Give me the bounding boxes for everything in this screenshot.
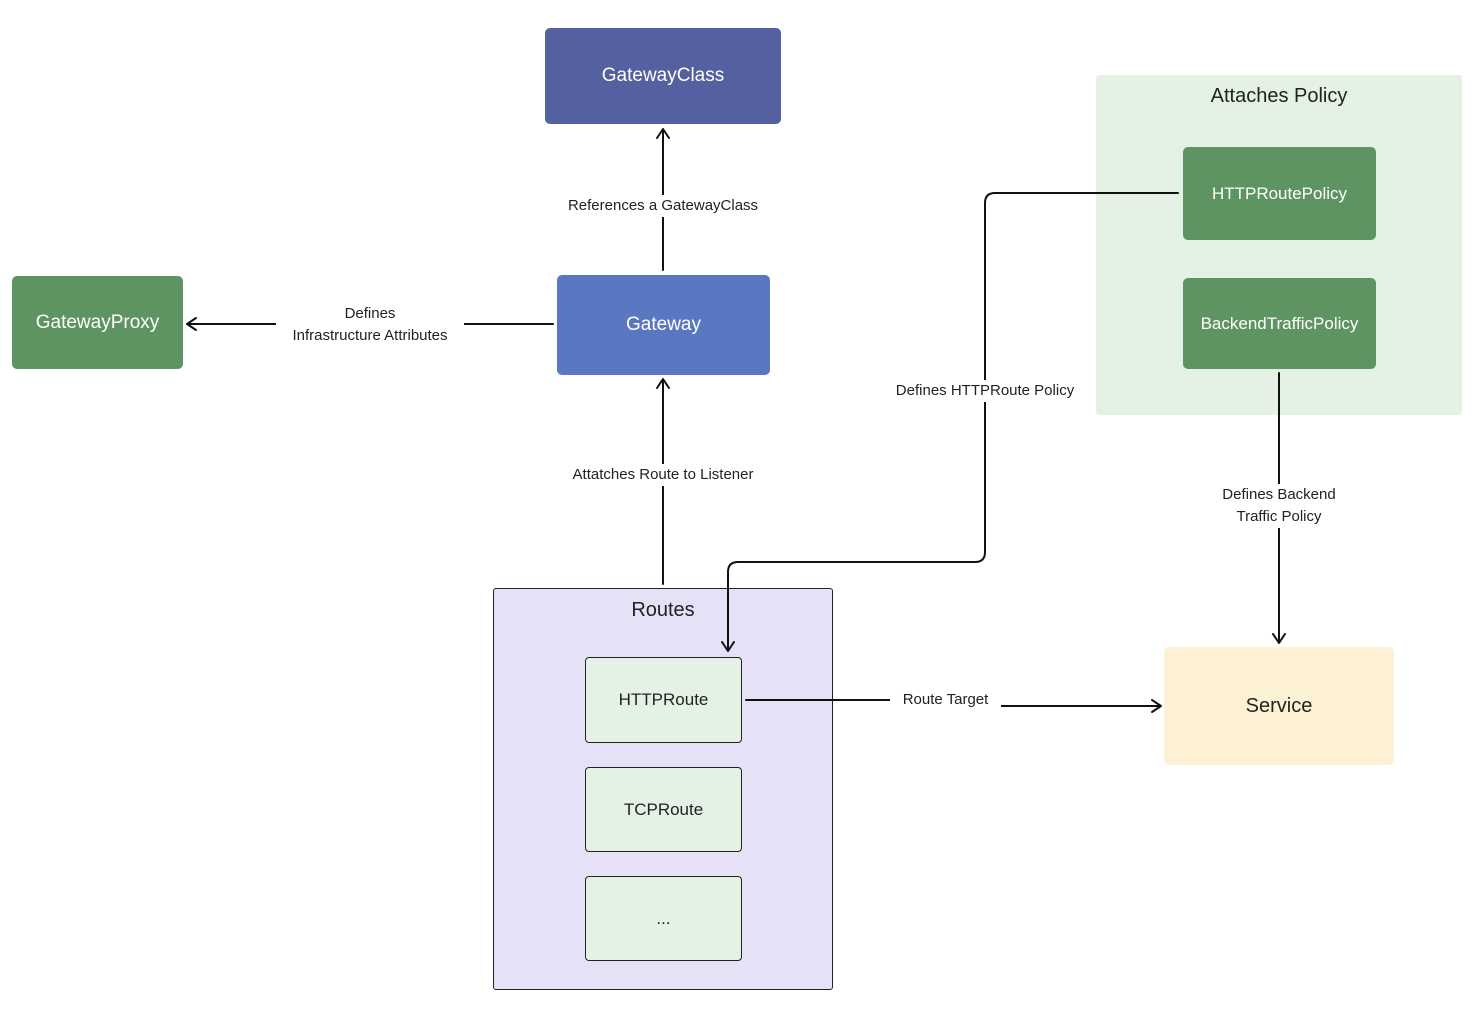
httproute-node[interactable]: HTTPRoute xyxy=(585,657,742,743)
service-node[interactable]: Service xyxy=(1164,647,1394,765)
policy-group-title: Attaches Policy xyxy=(1210,85,1348,107)
label-defines-backend: Defines Backend Traffic Policy xyxy=(1204,484,1354,528)
label-defines-backend-line1: Defines Backend xyxy=(1222,486,1336,503)
label-defines-backend-line2: Traffic Policy xyxy=(1236,508,1322,525)
arrowhead-service-top xyxy=(1272,633,1286,644)
label-attaches-route: Attatches Route to Listener xyxy=(553,464,773,486)
arrowhead-gateway xyxy=(656,378,670,389)
tcproute-node[interactable]: TCPRoute xyxy=(585,767,742,852)
arrowhead-gateway-class xyxy=(656,128,670,139)
label-route-target: Route Target xyxy=(890,689,1001,711)
label-defines-infra: Defines Infrastructure Attributes xyxy=(276,303,464,347)
arrowhead-service-left xyxy=(1151,699,1162,713)
label-defines-infra-line1: Defines xyxy=(344,305,396,322)
arrowhead-gateway-proxy xyxy=(186,317,197,331)
gateway-proxy-node[interactable]: GatewayProxy xyxy=(12,276,183,369)
arrowhead-httproute xyxy=(721,641,735,652)
more-routes-node[interactable]: ... xyxy=(585,876,742,961)
httproute-policy-node[interactable]: HTTPRoutePolicy xyxy=(1183,147,1376,240)
label-references-gateway-class: References a GatewayClass xyxy=(553,195,773,217)
label-defines-infra-line2: Infrastructure Attributes xyxy=(292,327,448,344)
backend-traffic-policy-node[interactable]: BackendTrafficPolicy xyxy=(1183,278,1376,369)
gateway-node[interactable]: Gateway xyxy=(557,275,770,375)
label-defines-httproute-policy: Defines HTTPRoute Policy xyxy=(880,380,1090,402)
routes-group-title: Routes xyxy=(631,599,695,621)
gateway-class-node[interactable]: GatewayClass xyxy=(545,28,781,124)
edge-policy-to-httproute xyxy=(727,192,1179,651)
